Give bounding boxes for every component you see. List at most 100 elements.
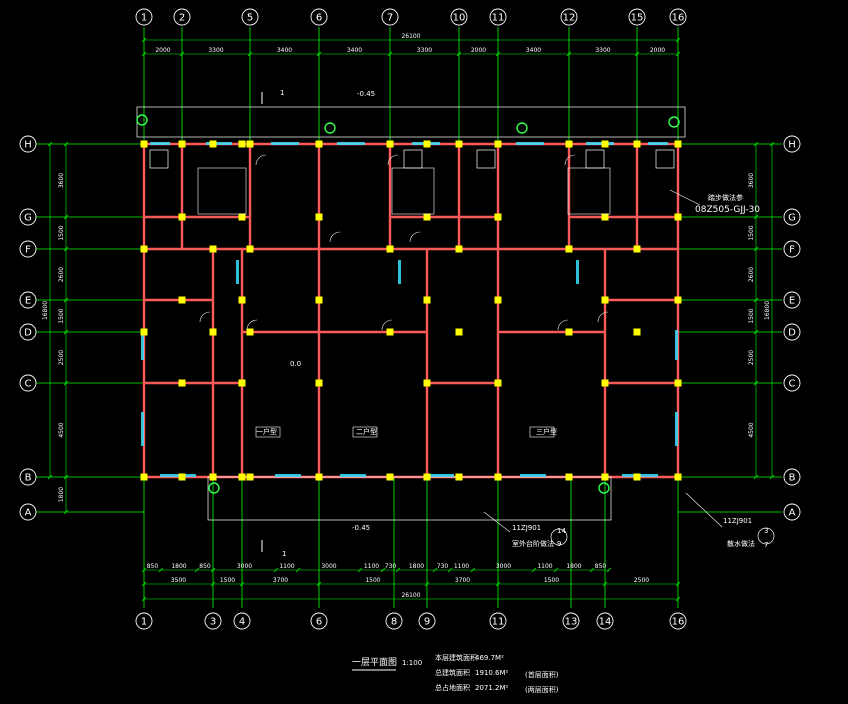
dim-left-total-tick-1 — [47, 474, 53, 480]
axis-bubble-left-G-label: G — [24, 213, 32, 224]
column-0-10 — [565, 140, 573, 148]
window-north-6 — [586, 142, 614, 145]
dim-bottom-row2-tick-5 — [295, 567, 301, 573]
axis-bubble-right-A-circle — [783, 503, 801, 521]
column-0-3 — [238, 140, 246, 148]
door-swing-1 — [387, 154, 399, 166]
axis-bubble-top-10-label: 10 — [453, 13, 466, 24]
axis-bubble-top-6-label: 6 — [316, 13, 322, 24]
dim-bottom-row2-text-9: 730 — [437, 563, 449, 570]
dim-bottom-row1-tick-7 — [675, 581, 681, 587]
dim-left-text-2: 2600 — [58, 267, 65, 282]
column-4-8 — [455, 328, 463, 336]
dim-bottom-row2-tick-1 — [158, 567, 164, 573]
axis-bubble-right-H-label: H — [788, 140, 796, 151]
dim-right-tick-1 — [753, 214, 759, 220]
unit-label-1: 一户型 — [256, 427, 277, 436]
column-4-12 — [633, 328, 641, 336]
dim-bottom-row2-text-5: 3000 — [321, 563, 336, 570]
dim-top-row1-tick-7 — [566, 51, 572, 57]
axis-bubble-bottom-11-label: 11 — [492, 617, 505, 628]
dim-right-tick-3 — [753, 297, 759, 303]
column-1-13 — [674, 213, 682, 221]
axis-bubble-left-C-label: C — [25, 379, 32, 390]
dim-top-overall-text-0: 26100 — [401, 33, 420, 40]
window-inner-0 — [236, 260, 239, 284]
plant-1 — [324, 122, 336, 134]
dim-bottom-row2-tick-14 — [589, 567, 595, 573]
detail-ref-b: 11ZJ901 — [512, 524, 541, 532]
column-0-0 — [140, 140, 148, 148]
column-1-7 — [423, 213, 431, 221]
dim-top-overall-tick-0 — [141, 37, 147, 43]
column-0-12 — [633, 140, 641, 148]
axis-bubble-bottom-13-circle — [562, 612, 580, 630]
dim-left-text-5: 4500 — [58, 422, 65, 437]
axis-bubble-bottom-13-label: 13 — [565, 617, 578, 628]
axis-bubble-top-15-circle — [628, 8, 646, 26]
axis-bubble-right-D-label: D — [788, 328, 796, 339]
window-north-2 — [271, 142, 299, 145]
dim-bottom-row2-text-12: 1100 — [537, 563, 552, 570]
roof-eave-top — [136, 106, 686, 138]
detail-a-sheet: 7 — [764, 541, 768, 549]
axis-bubble-right-B-label: B — [789, 473, 796, 484]
dim-left-tick-5 — [63, 380, 69, 386]
column-0-5 — [315, 140, 323, 148]
axis-bubble-left-F-circle — [19, 240, 37, 258]
column-2-12 — [633, 245, 641, 253]
axis-bubble-right-F-label: F — [789, 245, 795, 256]
stair-2 — [567, 167, 611, 215]
column-5-1 — [178, 379, 186, 387]
dim-bottom-row1-text-3: 1500 — [365, 577, 380, 584]
dim-bottom-row2-text-0: 850 — [147, 563, 159, 570]
dim-bottom-row1-tick-6 — [602, 581, 608, 587]
axis-bubble-right-C-circle — [783, 374, 801, 392]
column-6-4 — [246, 473, 254, 481]
door-swing-8 — [329, 231, 341, 243]
entry-terrace — [207, 476, 612, 521]
door-swing-0 — [255, 154, 267, 166]
axis-bubble-bottom-1-label: 1 — [141, 617, 147, 628]
dim-bottom-row2-text-2: 850 — [199, 563, 211, 570]
column-1-3 — [238, 213, 246, 221]
column-3-7 — [423, 296, 431, 304]
axis-bubble-bottom-16-label: 16 — [672, 617, 685, 628]
dim-bottom-row1-text-2: 3700 — [273, 577, 288, 584]
dim-right-text-2: 2600 — [748, 267, 755, 282]
dim-top-row1-text-4: 3300 — [417, 47, 432, 54]
axis-bubble-left-A-label: A — [25, 508, 32, 519]
atlas-label: 踏步做法参 — [708, 193, 743, 202]
dim-bottom-row2-tick-10 — [447, 567, 453, 573]
atlas-reference: 08Z505-GJJ-30 — [695, 205, 760, 215]
column-1-5 — [315, 213, 323, 221]
stat-2-value: 1910.6M² — [475, 669, 509, 677]
stat-1-label: 本层建筑面积 — [435, 653, 477, 662]
window-side-3 — [675, 412, 678, 446]
dim-bottom-row2-text-6: 1100 — [364, 563, 379, 570]
dim-right-text-1: 1500 — [748, 225, 755, 240]
dim-bottom-row1-text-5: 1500 — [544, 577, 559, 584]
axis-bubble-bottom-9-circle — [418, 612, 436, 630]
axis-bubble-left-E-label: E — [25, 296, 31, 307]
level-bottom-label: -0.45 — [352, 524, 370, 532]
dim-left-text-0: 3600 — [58, 173, 65, 188]
axis-bubble-left-D-circle — [19, 323, 37, 341]
detail-b-circle — [550, 528, 568, 546]
dim-bottom-row1-text-6: 2500 — [634, 577, 649, 584]
axis-bubble-left-E-circle — [19, 291, 37, 309]
stat-2-label: 总建筑面积 — [435, 668, 470, 677]
column-0-2 — [209, 140, 217, 148]
level-center-label: 0.0 — [290, 360, 301, 368]
dim-bottom-overall-tick-1 — [675, 596, 681, 602]
dim-bottom-row1-tick-4 — [424, 581, 430, 587]
dim-top-row1-tick-4 — [387, 51, 393, 57]
stat-1-value: 469.7M² — [475, 654, 504, 662]
dim-top-row1-tick-1 — [179, 51, 185, 57]
dim-right-tick-6 — [753, 474, 759, 480]
axis-bubble-right-G-label: G — [788, 213, 796, 224]
axis-grid — [36, 27, 782, 608]
dim-top-row1-text-2: 3400 — [277, 47, 292, 54]
plant-3 — [668, 116, 680, 128]
